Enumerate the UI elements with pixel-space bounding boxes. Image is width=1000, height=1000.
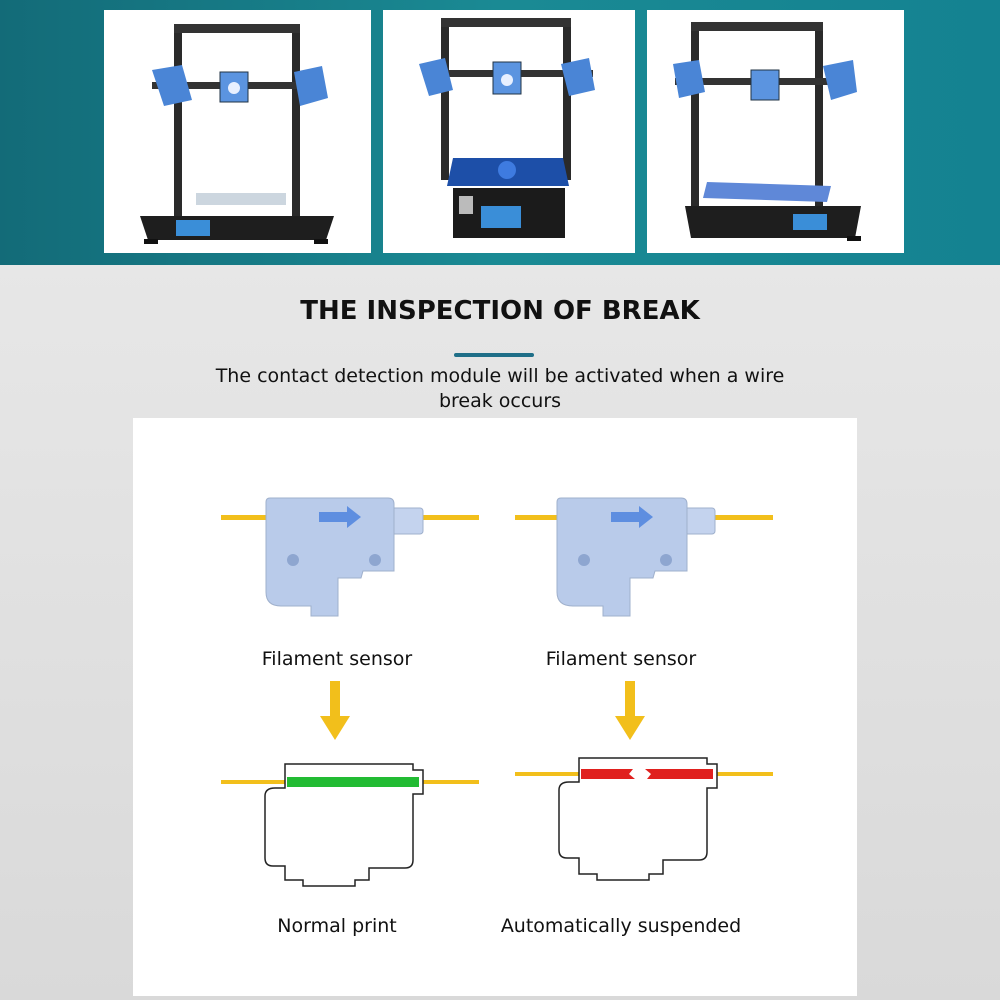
suspended-print-outline bbox=[515, 757, 773, 881]
right-filament-sensor bbox=[515, 497, 773, 617]
printer-angled-image bbox=[673, 22, 861, 241]
printer-photo-3 bbox=[647, 10, 904, 253]
heading-accent-bar bbox=[454, 353, 534, 357]
right-sensor-label: Filament sensor bbox=[545, 648, 697, 670]
diagram-graphics bbox=[221, 497, 773, 887]
normal-print-label: Normal print bbox=[277, 915, 397, 937]
printer-front-image bbox=[140, 24, 334, 244]
section-subtitle: The contact detection module will be act… bbox=[215, 365, 785, 412]
suspended-label: Automatically suspended bbox=[500, 915, 742, 937]
section-heading: THE INSPECTION OF BREAK bbox=[300, 296, 700, 326]
printer-photo-2 bbox=[383, 10, 635, 253]
left-filament-sensor bbox=[221, 497, 479, 617]
printer-bed-raised-image bbox=[419, 18, 595, 238]
left-down-arrow-icon bbox=[320, 681, 350, 740]
filament-sensor-diagram: Filament sensor Filament sensor Normal p… bbox=[133, 418, 857, 996]
printer-photo-1 bbox=[104, 10, 371, 253]
normal-print-outline bbox=[221, 763, 479, 887]
right-down-arrow-icon bbox=[615, 681, 645, 740]
left-sensor-label: Filament sensor bbox=[261, 648, 413, 670]
